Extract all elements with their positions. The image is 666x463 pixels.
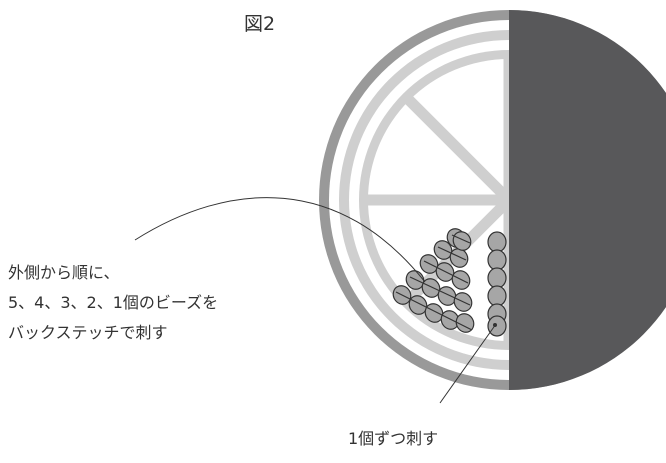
annotation-line-2: 5、4、3、2、1個のビーズを [8, 293, 218, 312]
bead-triangle [392, 228, 475, 333]
backstitch-thread [409, 276, 471, 306]
bead [449, 248, 469, 268]
backstitch-thread [437, 246, 467, 261]
figure-title: 図2 [244, 13, 275, 35]
bead [487, 267, 507, 289]
backstitch-thread [423, 260, 469, 284]
backstitch-thread [395, 291, 473, 331]
bead [440, 310, 460, 330]
leader-dot [493, 323, 497, 327]
bead [487, 231, 507, 253]
leader-line-left [134, 197, 426, 283]
annotation-line-1: 外側から順に、 [8, 263, 120, 282]
bead [421, 278, 441, 298]
backstitch-thread [451, 234, 471, 244]
bead [487, 249, 507, 271]
bead [433, 240, 453, 260]
bead [455, 313, 475, 333]
bottom-annotation: 1個ずつ刺す [348, 429, 438, 448]
left-annotation: 外側から順に、 5、4、3、2、1個のビーズを バックステッチで刺す [8, 263, 218, 342]
bead-column [487, 231, 507, 337]
bead [437, 286, 457, 306]
bead [487, 285, 507, 307]
bead [452, 231, 472, 251]
bead [487, 315, 507, 337]
annotation-line-3: バックステッチで刺す [8, 323, 168, 342]
dark-right-half [509, 10, 666, 390]
leader-line-bottom [439, 323, 497, 404]
spoke-upper-left [405, 96, 513, 204]
